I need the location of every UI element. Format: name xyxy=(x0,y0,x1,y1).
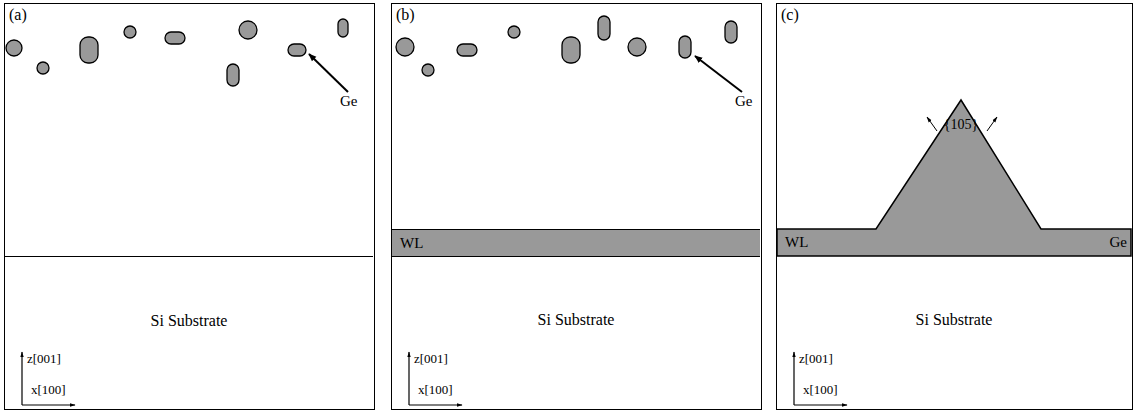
panel: (b) WL Si Substrate xyxy=(391,3,762,410)
panel-label: (a) xyxy=(9,6,27,24)
ge-film-pyramid: WL {105} Ge xyxy=(777,99,1131,257)
panel-label: (c) xyxy=(781,6,799,24)
layer-label: WL xyxy=(785,234,808,251)
axis-label: x[100] xyxy=(418,383,453,397)
material-label: Ge xyxy=(1110,234,1128,251)
material-callout: Ge xyxy=(340,93,358,110)
axis-label: z[001] xyxy=(799,352,833,366)
wetting-layer: WL xyxy=(392,229,760,257)
axis-label: z[001] xyxy=(27,352,61,366)
axis-label: x[100] xyxy=(31,383,66,397)
region-label: Si Substrate xyxy=(916,311,993,329)
panel-label: (b) xyxy=(396,6,415,24)
panel: (a) Si Substrate xyxy=(4,3,375,410)
material-callout: Ge xyxy=(735,93,753,110)
region-label: Si Substrate xyxy=(538,311,615,329)
panel: (c) WL {105} Ge Si Substrate xyxy=(776,3,1133,410)
ge-film xyxy=(777,100,1131,256)
axis-label: x[100] xyxy=(803,383,838,397)
layer-label: WL xyxy=(400,235,423,252)
ge-particles xyxy=(6,16,737,86)
region-label: Si Substrate xyxy=(151,312,228,330)
callout-arrows xyxy=(309,54,742,92)
axis-arrows xyxy=(22,352,847,405)
axis-label: z[001] xyxy=(414,352,448,366)
facet-label: {105} xyxy=(944,117,978,132)
